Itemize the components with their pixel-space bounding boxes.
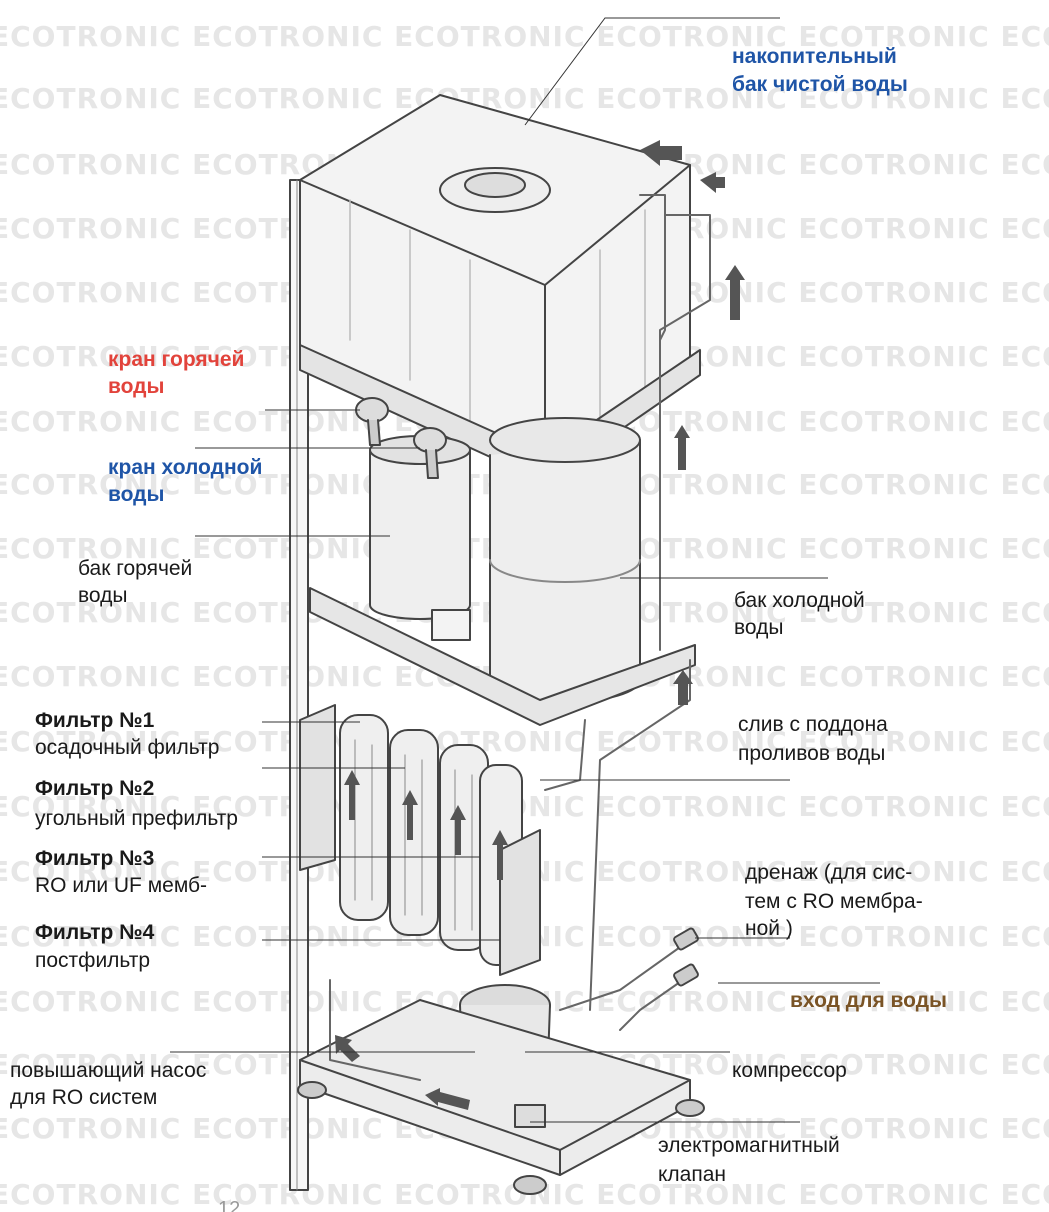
hot-tap-label: воды <box>108 375 165 398</box>
middle-shelf <box>309 587 696 726</box>
filter1-title: Фильтр №1 <box>35 709 155 732</box>
watermark-row: ECOTRONIC ECOTRONIC ECOTRONIC ECOTRONIC … <box>0 20 1049 53</box>
leader-lines <box>170 17 880 1123</box>
watermark-row: ECOTRONIC ECOTRONIC ECOTRONIC ECOTRONIC … <box>0 82 1049 115</box>
flow-arrow <box>674 425 690 470</box>
solenoid-valve <box>514 1104 546 1128</box>
filter2-title: Фильтр №2 <box>35 777 155 800</box>
filter1-desc: осадочный фильтр <box>35 736 220 759</box>
flow-arrow <box>402 790 418 840</box>
inlet-connector <box>673 963 699 987</box>
tray-drain-label: слив с поддона <box>738 713 888 736</box>
cold-tank-label: воды <box>734 616 784 639</box>
storage-tank-label: накопительный <box>732 45 897 68</box>
filter2-desc: угольный префильтр <box>35 807 238 830</box>
flow-arrow <box>640 140 682 166</box>
storage-tank-label: бак чистой воды <box>732 73 908 96</box>
flow-arrows <box>335 140 745 1110</box>
filter4-title: Фильтр №4 <box>35 921 155 944</box>
watermark-row: ECOTRONIC ECOTRONIC ECOTRONIC ECOTRONIC … <box>0 790 1049 823</box>
drain-label: дренаж (для сис- <box>745 861 913 884</box>
tray-drain-label: проливов воды <box>738 742 886 765</box>
tubing <box>329 194 711 1081</box>
filter4-desc: постфильтр <box>35 949 151 972</box>
hot-tank <box>369 435 471 641</box>
base-plate <box>297 999 705 1195</box>
drain-label: ной ) <box>745 917 793 940</box>
leader-line <box>524 17 780 126</box>
cold-tank <box>489 417 641 703</box>
page-number: 12 <box>218 1198 241 1212</box>
flow-arrow <box>425 1088 470 1110</box>
flow-arrow <box>450 805 466 855</box>
flow-arrow <box>335 1035 360 1062</box>
watermark-row: ECOTRONIC ECOTRONIC ECOTRONIC ECOTRONIC … <box>0 725 1049 758</box>
booster-pump-label: повышающий насос <box>10 1059 207 1082</box>
flow-arrow <box>673 670 693 705</box>
flow-arrow <box>344 770 360 820</box>
cold-tap-label: кран холодной <box>108 456 263 479</box>
hot-tap <box>355 397 389 446</box>
hot-tank-label: воды <box>78 584 128 607</box>
water-inlet-label: вход для воды <box>790 989 947 1012</box>
flow-arrow <box>725 265 745 320</box>
filter3-desc: RO или UF мемб- <box>35 874 208 897</box>
drain-connector <box>673 927 699 951</box>
flow-arrow <box>492 830 508 880</box>
filter-1 <box>339 714 389 921</box>
cold-tank-label: бак холодной <box>734 589 865 612</box>
solenoid-valve-label: электромагнитный <box>658 1134 840 1157</box>
solenoid-valve-label: клапан <box>658 1163 727 1186</box>
cold-tap-label: воды <box>108 483 165 506</box>
drain-label: тем с RO мембра- <box>745 890 923 913</box>
filter-bracket <box>299 704 541 976</box>
hot-tap-label: кран горячей <box>108 348 245 371</box>
filter3-title: Фильтр №3 <box>35 847 155 870</box>
cold-tap <box>413 427 447 479</box>
compressor-label: компрессор <box>732 1059 847 1082</box>
flow-arrow <box>700 172 725 193</box>
booster-pump-label: для RO систем <box>10 1086 158 1109</box>
filter-2 <box>389 729 439 936</box>
hot-tank-label: бак горячей <box>78 557 193 580</box>
